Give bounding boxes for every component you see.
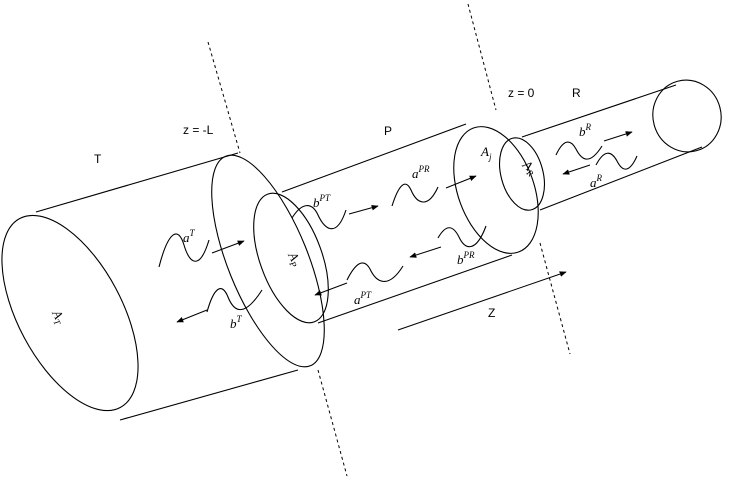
wave-a-t [158, 233, 210, 268]
label-wave-a-r: aR [590, 173, 603, 190]
wave-a-pr [391, 183, 439, 207]
z-axis-label: Z [488, 306, 495, 320]
section-label-t: T [94, 152, 102, 166]
label-area-j: Aj [480, 144, 492, 162]
cylinder-p-bottom-edge [317, 254, 513, 324]
label-wave-b-t: bT [230, 314, 243, 331]
arrow-b-pt [348, 204, 379, 215]
label-wave-a-pt: aPT [354, 290, 372, 307]
arrow-a-pr [445, 175, 477, 189]
position-label-z-zero: z = 0 [508, 86, 535, 100]
arrow-b-t [176, 309, 208, 323]
end-face-t [1, 214, 139, 412]
face-aj [453, 126, 539, 254]
plane-z-minus-l-upper [207, 41, 241, 154]
arrow-a-t [211, 240, 245, 254]
label-wave-b-r: bR [579, 122, 592, 139]
cylinder-r-top-edge [521, 84, 677, 138]
section-label-r: R [572, 86, 581, 100]
label-wave-a-pr: aPR [412, 164, 430, 181]
wave-b-r [555, 141, 603, 160]
wave-b-pr [437, 225, 487, 248]
cylinder-p [253, 123, 539, 324]
plane-z-minus-l-lower [317, 369, 348, 477]
cylinder-t-bottom-edge [119, 369, 299, 421]
position-label-z-minus-l: z = -L [183, 123, 214, 137]
arrow-a-pt [314, 282, 348, 296]
label-wave-b-pr: bPR [457, 250, 475, 267]
face-ar [499, 137, 545, 211]
cylinder-r-bottom-edge [539, 146, 703, 211]
wave-a-r [595, 152, 638, 170]
plane-z-zero-upper [467, 3, 497, 111]
cylinder-p-top-edge [281, 123, 467, 193]
label-area-t: AT [47, 306, 69, 327]
cylinder-t-top-edge [35, 152, 239, 213]
z-axis-arrow [397, 271, 567, 331]
label-area-p: AP [283, 248, 305, 269]
arrow-b-pr [409, 246, 442, 258]
end-face-r [652, 79, 722, 153]
label-wave-a-t: aT [183, 228, 196, 245]
section-label-p: P [384, 124, 392, 138]
face-ap [253, 192, 329, 324]
wave-a-pt [346, 262, 404, 282]
plane-z-zero-lower [539, 242, 571, 355]
arrow-b-r [603, 131, 633, 142]
cylinder-r [499, 79, 722, 211]
wave-b-t [206, 288, 263, 313]
cylinder-t [1, 152, 325, 421]
arrow-a-r [562, 164, 591, 175]
wave-b-pt [291, 205, 347, 230]
junction-ellipse-t-p [211, 154, 325, 368]
label-area-r: AR [518, 156, 540, 179]
label-wave-b-pt: bPT [313, 193, 331, 210]
